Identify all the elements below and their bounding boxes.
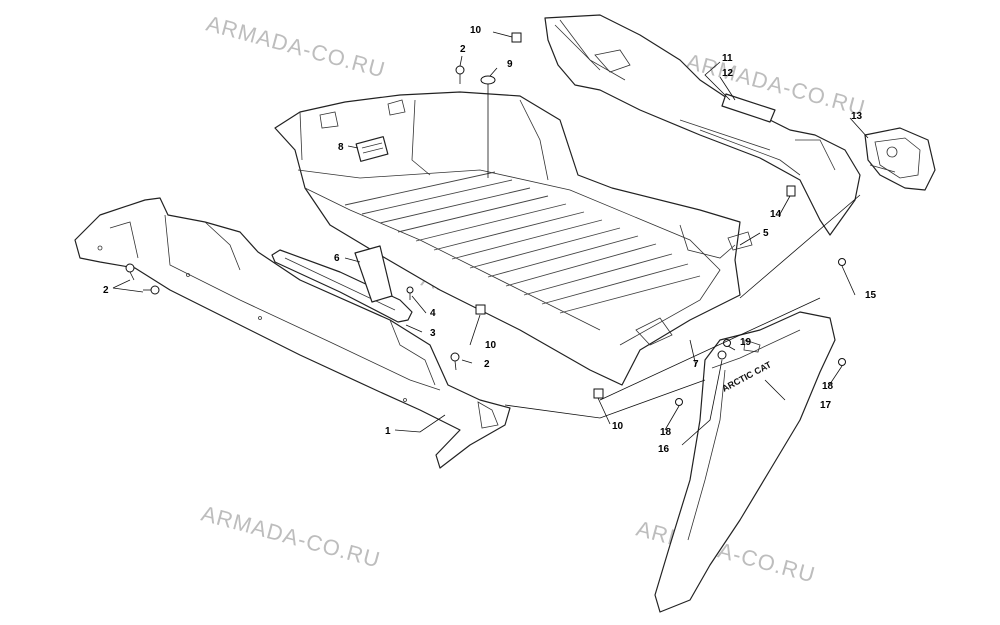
rivet-4 [406,286,414,300]
watermark: ARMADA-CO.RU [199,501,384,573]
callout-10-mid: 10 [485,340,497,351]
callout-9: 9 [507,59,513,70]
callout-2-mid: 2 [484,359,490,370]
decal-6 [354,245,393,303]
nut-18-lower [675,398,683,406]
floor-slats [344,171,701,314]
screw-2-left-a [125,263,135,281]
washer-16 [717,350,727,360]
cargo-box [274,91,753,386]
callout-6: 6 [334,253,340,264]
callout-8: 8 [338,142,344,153]
callout-labels: 1 2 2 2 3 4 5 6 7 8 9 10 10 10 11 12 13 … [103,25,877,455]
rear-fender-panel [544,14,861,236]
callout-10-low: 10 [612,421,624,432]
speed-nut-10-top [511,32,522,43]
clip-14 [786,185,796,197]
speed-nut-10-mid [475,304,486,315]
callout-2-top: 2 [460,44,466,55]
screw-2-mid [450,352,460,371]
callout-10-top: 10 [470,25,482,36]
callout-2-left: 2 [103,285,109,296]
callout-18-lower: 18 [660,427,672,438]
callout-13: 13 [851,111,863,122]
hardware [125,32,846,406]
callout-4: 4 [430,308,436,319]
watermark: ARMADA-CO.RU [204,11,389,83]
leader-lines [112,31,869,446]
callout-17: 17 [820,400,832,411]
tail-light [864,127,936,191]
screw-2-left-b [143,285,160,295]
callout-1: 1 [385,426,391,437]
callout-11: 11 [722,53,733,64]
callout-18-right: 18 [822,381,834,392]
callout-3: 3 [430,328,436,339]
callout-14: 14 [770,209,782,220]
nut-18-right [838,358,846,366]
nut-15 [838,258,846,266]
drain-plug-9 [480,75,496,178]
warning-decal [355,136,389,162]
callout-5: 5 [763,228,769,239]
callout-15: 15 [865,290,877,301]
callout-19: 19 [740,337,752,348]
trim-strip [271,249,413,323]
decal-11-12 [721,93,776,123]
callout-12: 12 [722,68,734,79]
left-side-panel [74,197,511,469]
speed-nut-10-low [593,388,604,399]
callout-7: 7 [693,359,699,370]
callout-16: 16 [658,444,670,455]
screw-2-top [455,65,465,84]
screw-19 [723,339,731,347]
